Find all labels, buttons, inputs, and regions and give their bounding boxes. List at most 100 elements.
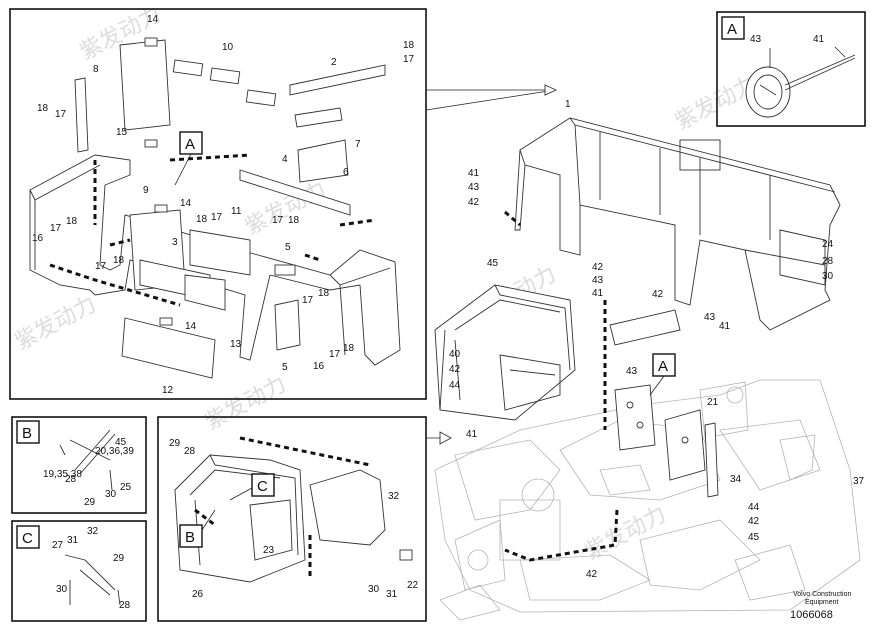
part-label: 29 bbox=[84, 497, 96, 508]
part-label: 31 bbox=[67, 535, 79, 546]
maker-line-2: Equipment bbox=[805, 599, 839, 606]
callout-B-cab: B bbox=[179, 509, 216, 548]
part-label: 32 bbox=[388, 491, 400, 502]
svg-text:B: B bbox=[185, 529, 195, 546]
part-label: 25 bbox=[120, 482, 132, 493]
part-label: 45 bbox=[748, 532, 760, 543]
part-label: 37 bbox=[853, 476, 865, 487]
part-label: 42 bbox=[586, 569, 598, 580]
part-label: 27 bbox=[52, 540, 64, 551]
part-label: 4 bbox=[282, 154, 288, 165]
maker-line-1: Volvo Construction bbox=[793, 591, 851, 598]
part-label: 29 bbox=[169, 438, 181, 449]
part-label: 17 bbox=[55, 109, 67, 120]
cab-exploded bbox=[174, 436, 413, 583]
part-label: 30 bbox=[56, 584, 68, 595]
part-label: 3 bbox=[172, 237, 178, 248]
part-label: 42 bbox=[652, 289, 664, 300]
part-label: 17 bbox=[211, 212, 223, 223]
svg-text:B: B bbox=[22, 425, 32, 442]
part-label: 30 bbox=[105, 489, 117, 500]
part-label: 41 bbox=[466, 429, 478, 440]
callout-C-box: C bbox=[16, 525, 40, 549]
svg-text:C: C bbox=[22, 530, 33, 547]
part-label: 18 bbox=[343, 343, 355, 354]
part-label: 8 bbox=[93, 64, 99, 75]
part-label: 42 bbox=[468, 197, 480, 208]
part-label: 14 bbox=[185, 321, 197, 332]
part-label: 29 bbox=[113, 553, 125, 564]
part-label: 17 bbox=[329, 349, 341, 360]
part-label: 40 bbox=[449, 349, 461, 360]
part-label: 44 bbox=[748, 502, 760, 513]
part-label: 18 bbox=[288, 215, 300, 226]
detail-C-parts bbox=[64, 554, 121, 606]
part-label: 43 bbox=[750, 34, 762, 45]
part-label: 28 bbox=[65, 474, 77, 485]
part-label: 18 bbox=[403, 40, 415, 51]
detail-box-C bbox=[11, 520, 147, 622]
part-label: 17 bbox=[50, 223, 62, 234]
part-label: 43 bbox=[592, 275, 604, 286]
main-frame-1 bbox=[514, 117, 841, 331]
part-label: 42 bbox=[449, 364, 461, 375]
svg-text:A: A bbox=[185, 136, 195, 153]
part-label: 14 bbox=[180, 198, 192, 209]
part-label: 16 bbox=[32, 233, 44, 244]
part-label: 19,35,38 bbox=[43, 469, 82, 480]
part-label: 9 bbox=[143, 185, 149, 196]
part-label: 17 bbox=[302, 295, 314, 306]
part-label: 30 bbox=[368, 584, 380, 595]
part-label: 10 bbox=[222, 42, 234, 53]
part-label: 28 bbox=[184, 446, 196, 457]
part-label: 43 bbox=[704, 312, 716, 323]
watermark-brand-7: 紫发动力 bbox=[581, 501, 670, 564]
part-label: 41 bbox=[468, 168, 480, 179]
part-label: 18 bbox=[37, 103, 49, 114]
svg-text:A: A bbox=[727, 21, 737, 38]
part-label: 28 bbox=[119, 600, 131, 611]
part-label: 5 bbox=[282, 362, 288, 373]
part-label: 18 bbox=[196, 214, 208, 225]
callout-A-frame: A bbox=[649, 353, 676, 396]
part-label: 45 bbox=[487, 258, 499, 269]
part-label: 30 bbox=[822, 271, 834, 282]
watermark-brand-6: 紫发动力 bbox=[11, 291, 100, 354]
part-label: 21 bbox=[707, 397, 719, 408]
part-label: 41 bbox=[592, 288, 604, 299]
exploded-frame bbox=[29, 37, 401, 379]
part-label: 17 bbox=[95, 261, 107, 272]
part-label: 7 bbox=[355, 139, 361, 150]
part-label: 14 bbox=[147, 14, 159, 25]
part-label: 34 bbox=[730, 474, 742, 485]
svg-text:A: A bbox=[658, 358, 668, 375]
part-label: 42 bbox=[592, 262, 604, 273]
part-label: 32 bbox=[87, 526, 99, 537]
watermark-brand-4: 紫发动力 bbox=[671, 71, 760, 134]
part-label: 31 bbox=[386, 589, 398, 600]
part-label: 41 bbox=[813, 34, 825, 45]
part-label: 24 bbox=[822, 239, 834, 250]
part-label: 16 bbox=[313, 361, 325, 372]
callout-A-detail: A bbox=[174, 131, 203, 186]
detail-box-B bbox=[11, 416, 147, 514]
part-label: 41 bbox=[719, 321, 731, 332]
part-label: 45 bbox=[115, 437, 127, 448]
part-label: 18 bbox=[318, 288, 330, 299]
part-label: 1 bbox=[565, 99, 571, 110]
part-label: 5 bbox=[285, 242, 291, 253]
seal-line-1 bbox=[504, 210, 521, 227]
part-label: 44 bbox=[449, 380, 461, 391]
grommet-part bbox=[745, 46, 856, 118]
part-label: 2 bbox=[331, 57, 337, 68]
part-label: 28 bbox=[822, 256, 834, 267]
svg-text:C: C bbox=[257, 478, 268, 495]
watermark-brand-5: 紫发动力 bbox=[201, 371, 290, 434]
part-label: 23 bbox=[263, 545, 275, 556]
cab-module-21 bbox=[434, 284, 576, 421]
part-label: 18 bbox=[113, 255, 125, 266]
detail-B-parts bbox=[59, 429, 116, 491]
part-label: 42 bbox=[748, 516, 760, 527]
